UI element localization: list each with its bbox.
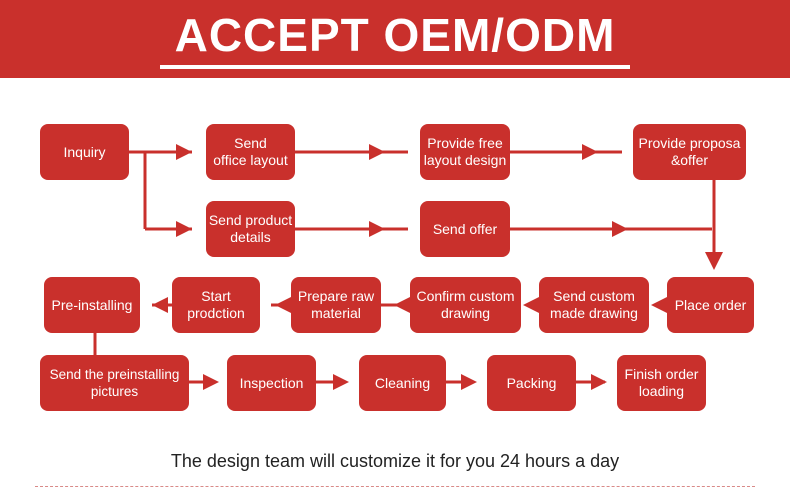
arrowhead-right xyxy=(203,374,219,390)
step-confirm-custom-drawing: Confirm custom drawing xyxy=(410,277,521,333)
step-pre-installing: Pre-installing xyxy=(44,277,140,333)
arrowhead-right xyxy=(612,221,628,237)
step-cleaning: Cleaning xyxy=(359,355,446,411)
arrowhead-left xyxy=(394,297,410,313)
footer-divider xyxy=(35,486,755,487)
arrowhead-left xyxy=(651,297,667,313)
step-place-order: Place order xyxy=(667,277,754,333)
step-send-product-details: Send product details xyxy=(206,201,295,257)
step-start-production: Start prodction xyxy=(172,277,260,333)
step-packing: Packing xyxy=(487,355,576,411)
title-underline xyxy=(160,65,630,69)
page-title: ACCEPT OEM/ODM xyxy=(174,9,616,61)
arrowhead-right xyxy=(333,374,349,390)
step-send-offer: Send offer xyxy=(420,201,510,257)
footer-caption: The design team will customize it for yo… xyxy=(170,451,620,471)
arrowhead-right xyxy=(591,374,607,390)
arrowhead-left xyxy=(275,297,291,313)
arrowhead-right xyxy=(582,144,598,160)
arrowhead-left xyxy=(523,297,539,313)
step-prepare-raw-material: Prepare raw material xyxy=(291,277,381,333)
arrowhead-right xyxy=(369,144,385,160)
step-provide-free-layout: Provide free layout design xyxy=(420,124,510,180)
arrowhead-right xyxy=(176,144,192,160)
arrowhead-left xyxy=(152,297,168,313)
arrowhead-right xyxy=(461,374,477,390)
header-banner: ACCEPT OEM/ODM xyxy=(0,0,790,78)
arrowhead-right xyxy=(176,221,192,237)
step-send-preinstalling-pictures: Send the preinstalling pictures xyxy=(40,355,189,411)
step-send-custom-drawing: Send custom made drawing xyxy=(539,277,649,333)
step-inquiry: Inquiry xyxy=(40,124,129,180)
step-finish-order-loading: Finish order loading xyxy=(617,355,706,411)
step-provide-proposal: Provide proposa &offer xyxy=(633,124,746,180)
step-send-office-layout: Send office layout xyxy=(206,124,295,180)
arrowhead-right xyxy=(369,221,385,237)
step-inspection: Inspection xyxy=(227,355,316,411)
arrowhead-down xyxy=(705,252,723,270)
